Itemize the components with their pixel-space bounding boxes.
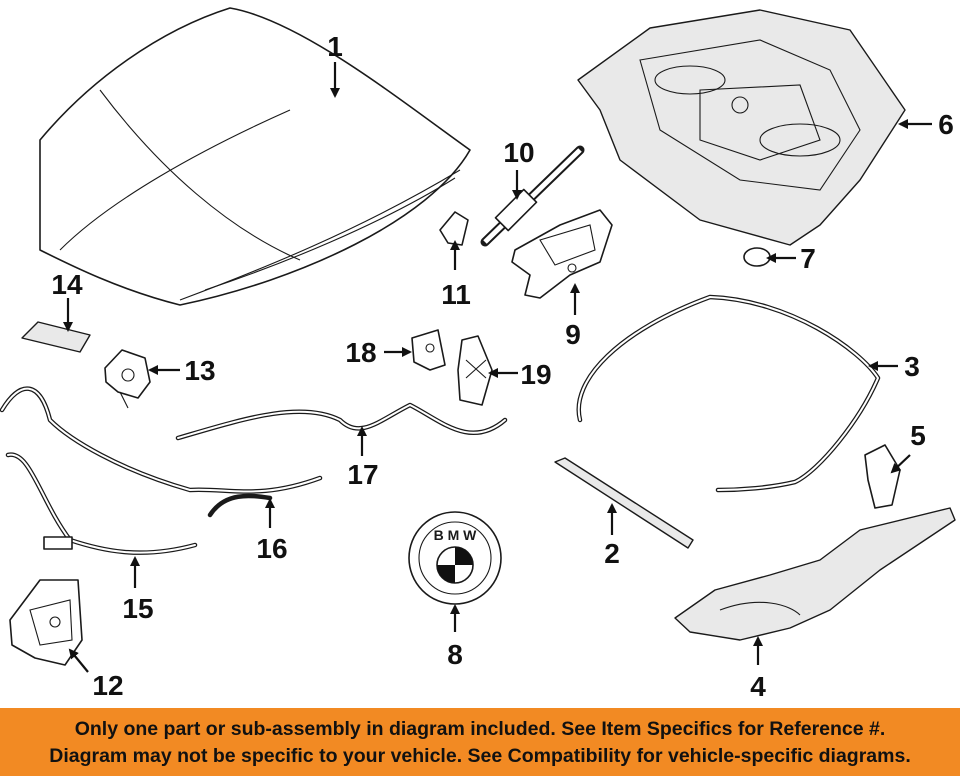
- disclaimer-line-1: Only one part or sub-assembly in diagram…: [74, 718, 886, 740]
- callout-3: 3: [904, 351, 920, 382]
- callout-18: 18: [345, 337, 376, 368]
- release-cable-front: [175, 402, 508, 441]
- emblem-lettering: B M W: [434, 527, 478, 543]
- callout-1: 1: [327, 31, 343, 62]
- hood-trim-piece: [864, 444, 901, 509]
- disclaimer-banner: Only one part or sub-assembly in diagram…: [0, 708, 960, 776]
- hood-hinge: [511, 209, 613, 299]
- cowl-panel: [674, 507, 956, 641]
- callout-12: 12: [92, 670, 123, 701]
- callout-2: 2: [604, 538, 620, 569]
- callout-10: 10: [503, 137, 534, 168]
- wire-harness: [5, 452, 198, 555]
- hood-lift-strut: [480, 145, 585, 247]
- strut-bracket: [439, 211, 469, 246]
- callout-5: 5: [910, 420, 926, 451]
- latch-bracket: [104, 349, 151, 409]
- mounting-bracket: [457, 335, 493, 406]
- hood-panel: [39, 7, 471, 306]
- leader-12: [68, 648, 89, 673]
- front-seal-strip: [554, 457, 694, 549]
- callout-11: 11: [441, 279, 471, 310]
- hood-plug: [743, 247, 771, 267]
- bmw-emblem: B M W: [408, 511, 502, 605]
- callout-4: 4: [750, 671, 766, 702]
- callout-9: 9: [565, 319, 581, 350]
- release-cable-rear: [0, 386, 323, 518]
- callout-16: 16: [256, 533, 287, 564]
- callout-8: 8: [447, 639, 463, 670]
- callout-15: 15: [122, 593, 153, 624]
- leader-5: [890, 454, 911, 474]
- callout-14: 14: [51, 269, 83, 300]
- callout-19: 19: [520, 359, 551, 390]
- callout-17: 17: [347, 459, 378, 490]
- hood-seal: [576, 294, 881, 493]
- hood-pad: [21, 321, 91, 353]
- hood-insulator-panel: [577, 9, 906, 246]
- insulator-clip: [411, 329, 446, 371]
- disclaimer-line-2: Diagram may not be specific to your vehi…: [49, 745, 911, 767]
- callout-7: 7: [800, 243, 816, 274]
- parts-diagram: B M W 1 6 10 11 9 7 14 13 18 19 3 5 17 1…: [0, 7, 956, 702]
- callout-13: 13: [184, 355, 215, 386]
- callout-6: 6: [938, 109, 954, 140]
